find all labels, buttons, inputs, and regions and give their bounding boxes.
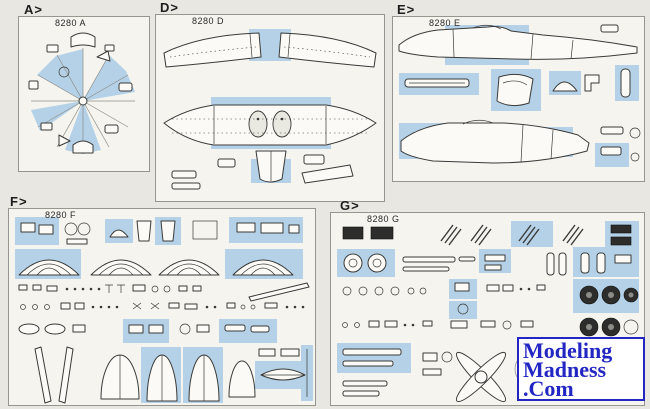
sprue-d-panel: 8280 D bbox=[155, 14, 385, 202]
sprue-a-marker: A> bbox=[24, 2, 43, 17]
sprue-e-marker: E> bbox=[397, 2, 416, 17]
sprue-e-panel: 8280 E bbox=[392, 16, 645, 182]
sprue-f-code: 8280 F bbox=[45, 210, 77, 220]
sprue-g-panel: 8280 G bbox=[330, 212, 645, 406]
sprue-a-panel: 8280 A bbox=[18, 16, 150, 172]
sprue-d-diagram bbox=[163, 29, 377, 190]
sprue-f-marker: F> bbox=[10, 194, 28, 209]
sprue-g-marker: G> bbox=[340, 198, 360, 213]
watermark-line-1: Modeling bbox=[523, 338, 613, 363]
watermark-line-2: Madness bbox=[523, 357, 607, 382]
sprue-e-diagram bbox=[398, 24, 641, 167]
sprue-a-code: 8280 A bbox=[55, 18, 87, 28]
watermark-line-3: .Com bbox=[523, 376, 574, 401]
sprue-e-code: 8280 E bbox=[429, 18, 461, 28]
sprue-d-code: 8280 D bbox=[192, 16, 225, 26]
sprue-d-marker: D> bbox=[160, 0, 179, 15]
modelingmadness-watermark: Modeling Madness .Com bbox=[517, 337, 645, 401]
sprue-f-panel: 8280 F bbox=[8, 208, 316, 406]
sprue-a-diagram bbox=[28, 32, 135, 154]
sprue-f-diagram bbox=[15, 217, 313, 404]
sprue-g-code: 8280 G bbox=[367, 214, 400, 224]
